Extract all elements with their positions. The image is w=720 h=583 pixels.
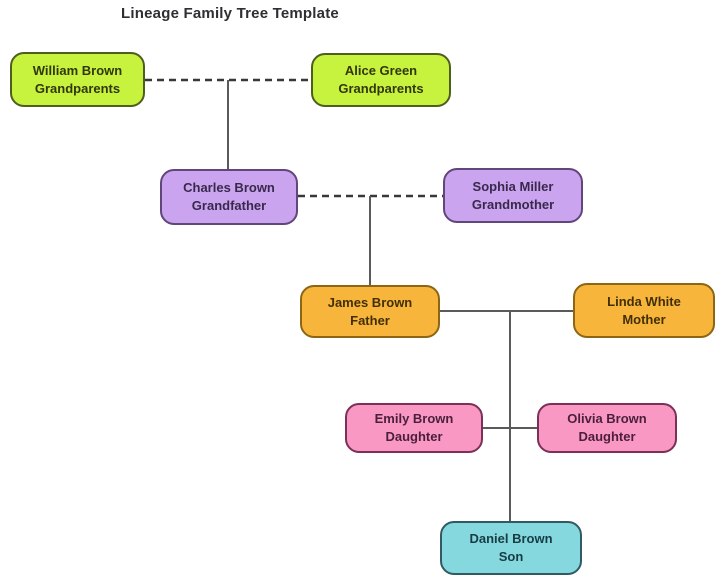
person-name: Linda White — [607, 293, 681, 309]
person-role: Daughter — [385, 429, 443, 444]
person-name: James Brown — [327, 294, 413, 310]
person-name: Daniel Brown — [469, 531, 553, 547]
person-role: Grandmother — [471, 196, 555, 212]
page-title: Lineage Family Tree Template — [121, 5, 339, 22]
person-role: Son — [498, 549, 524, 564]
person-name: Charles Brown — [183, 180, 275, 196]
person-role: Grandparents — [34, 80, 121, 96]
person-name: Emily Brown — [374, 411, 454, 427]
person-name: Alice Green — [344, 63, 418, 79]
person-role: Daughter — [578, 429, 636, 444]
person-role: Father — [350, 312, 390, 328]
person-name: Olivia Brown — [567, 411, 647, 427]
person-role: Grandfather — [191, 198, 267, 213]
person-name: Sophia Miller — [472, 178, 554, 194]
person-role: Grandparents — [338, 81, 424, 96]
person-role: Mother — [622, 311, 666, 327]
person-name: William Brown — [32, 62, 123, 78]
